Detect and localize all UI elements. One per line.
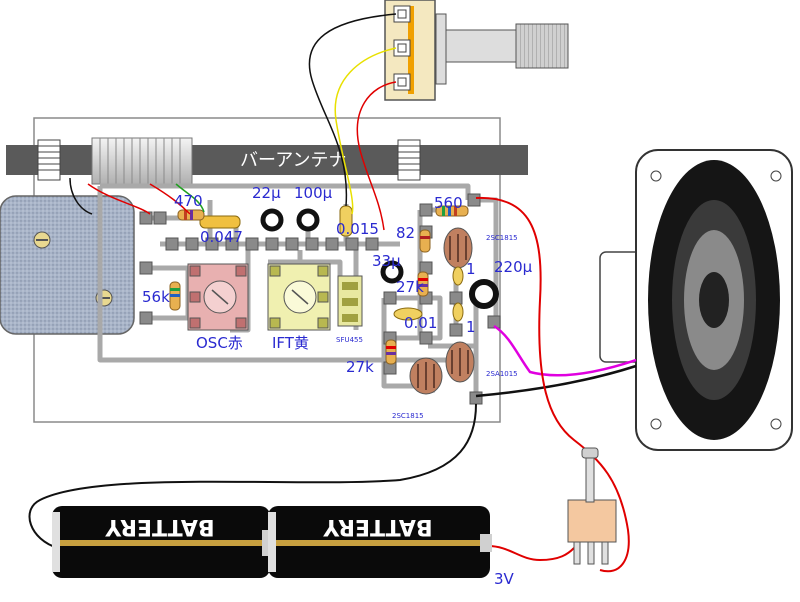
capacitor-001 xyxy=(393,307,423,321)
transistor-2sa1015 xyxy=(445,341,475,383)
label-c0047: 0.047 xyxy=(200,228,243,246)
osc-coil xyxy=(187,263,249,331)
resistor-470 xyxy=(177,209,205,221)
capacitor-0047 xyxy=(199,215,241,229)
label-r27k-a: 27k xyxy=(396,278,424,296)
label-c22u: 22μ xyxy=(252,184,281,202)
label-2sa1015: 2SA1015 xyxy=(486,370,518,378)
label-2sc1815-bottom: 2SC1815 xyxy=(392,412,424,420)
label-c001: 0.01 xyxy=(404,314,437,332)
capacitor-1-a xyxy=(452,266,464,286)
antenna-coil-wires xyxy=(69,177,205,215)
speaker xyxy=(599,149,793,451)
battery-right-label: BATTERY xyxy=(322,514,432,539)
power-wires xyxy=(28,196,630,573)
speaker-wires xyxy=(475,324,637,398)
label-c220u: 220μ xyxy=(494,258,533,276)
battery-right: BATTERY xyxy=(268,506,492,578)
battery-left-label: BATTERY xyxy=(104,514,214,539)
label-r470: 470 xyxy=(174,192,203,210)
capacitor-100u xyxy=(296,208,320,232)
label-osc: OSC赤 xyxy=(196,334,243,352)
label-c100u: 100μ xyxy=(294,184,333,202)
label-r56k: 56k xyxy=(142,288,170,306)
capacitor-33u xyxy=(380,260,404,284)
ift-coil xyxy=(267,263,331,331)
label-r27k-b: 27k xyxy=(346,358,374,376)
label-2sc1815-top: 2SC1815 xyxy=(486,234,518,242)
resistor-27k-a xyxy=(417,271,429,297)
label-one-b: 1 xyxy=(466,318,476,336)
resistor-560 xyxy=(435,205,469,217)
battery-left: BATTERY xyxy=(52,506,270,578)
label-r82: 82 xyxy=(396,224,415,242)
resistor-82 xyxy=(419,229,431,253)
resistor-27k-b xyxy=(385,339,397,365)
label-voltage: 3V xyxy=(494,570,515,588)
label-c33u: 33μ xyxy=(372,252,401,270)
potentiometer-wires xyxy=(308,13,397,231)
capacitor-22u xyxy=(260,208,284,232)
transistor-2sc1815-bottom xyxy=(409,357,443,395)
bar-antenna xyxy=(6,137,528,185)
resistor-56k xyxy=(169,281,181,311)
transistor-2sc1815-top xyxy=(443,227,473,269)
label-r560: 560 xyxy=(434,194,463,212)
bar-antenna-label: バーアンテナ xyxy=(240,150,347,171)
variable-capacitor xyxy=(0,195,135,335)
label-c0015: 0.015 xyxy=(336,220,379,238)
label-sfu455: SFU455 xyxy=(336,336,363,344)
capacitor-1-b xyxy=(452,302,464,322)
power-switch xyxy=(567,447,617,565)
capacitor-220u xyxy=(469,279,499,309)
volume-potentiometer xyxy=(384,0,569,101)
sfu455-filter xyxy=(337,275,363,327)
label-ift: IFT黄 xyxy=(272,334,309,352)
label-one-a: 1 xyxy=(466,260,476,278)
